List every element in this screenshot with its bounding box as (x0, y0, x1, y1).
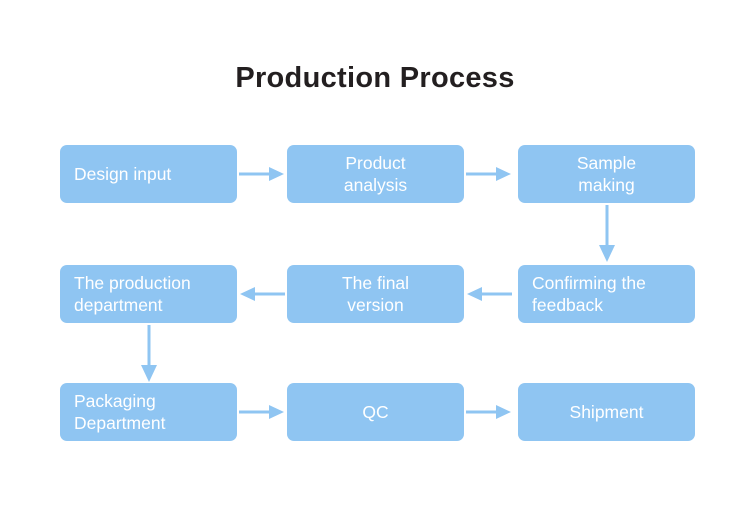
flow-node-label-line: Sample (576, 153, 637, 173)
flow-node-the-final-version[interactable]: The final version (287, 265, 464, 323)
connector-arrow-right-design-input-to-product-analysis (237, 163, 287, 185)
flow-node-label-line: making (578, 175, 635, 195)
connector-arrow-left-confirming-the-feedback-to-the-final-version (464, 283, 514, 305)
flow-node-label-line: Shipment (569, 402, 644, 422)
flow-node-label-line: Design input (74, 164, 172, 184)
flow-node-label-line: version (347, 295, 404, 315)
flow-node-label-line: Confirming the (532, 273, 646, 293)
flow-node-the-production-department[interactable]: The production department (60, 265, 237, 323)
flow-node-product-analysis[interactable]: Product analysis (287, 145, 464, 203)
flow-node-label-line: department (74, 295, 163, 315)
flow-node-label-line: QC (362, 402, 389, 422)
flow-node-label-line: analysis (343, 175, 408, 195)
flow-node-label-line: The production (74, 273, 191, 293)
flow-node-label-line: feedback (532, 295, 604, 315)
page-title: Production Process (235, 62, 515, 94)
connector-arrow-down-sample-making-to-confirming-the-feedback (596, 203, 618, 265)
connector-arrow-right-product-analysis-to-sample-making (464, 163, 514, 185)
connector-arrow-right-qc-to-shipment (464, 401, 514, 423)
flow-node-confirming-the-feedback[interactable]: Confirming the feedback (518, 265, 695, 323)
connector-arrow-down-the-production-department-to-packaging-department (138, 323, 160, 385)
flow-node-qc[interactable]: QC (287, 383, 464, 441)
flow-node-label-line: The final (341, 273, 410, 293)
flow-node-label-line: Product (345, 153, 406, 173)
connector-arrow-left-the-final-version-to-the-production-department (237, 283, 287, 305)
flow-node-packaging-department[interactable]: Packaging Department (60, 383, 237, 441)
flow-node-label-line: Packaging (74, 391, 156, 411)
flow-node-shipment[interactable]: Shipment (518, 383, 695, 441)
flow-node-label-line: Department (74, 413, 166, 433)
flow-node-design-input[interactable]: Design input (60, 145, 237, 203)
flow-node-sample-making[interactable]: Sample making (518, 145, 695, 203)
connector-arrow-right-packaging-department-to-qc (237, 401, 287, 423)
